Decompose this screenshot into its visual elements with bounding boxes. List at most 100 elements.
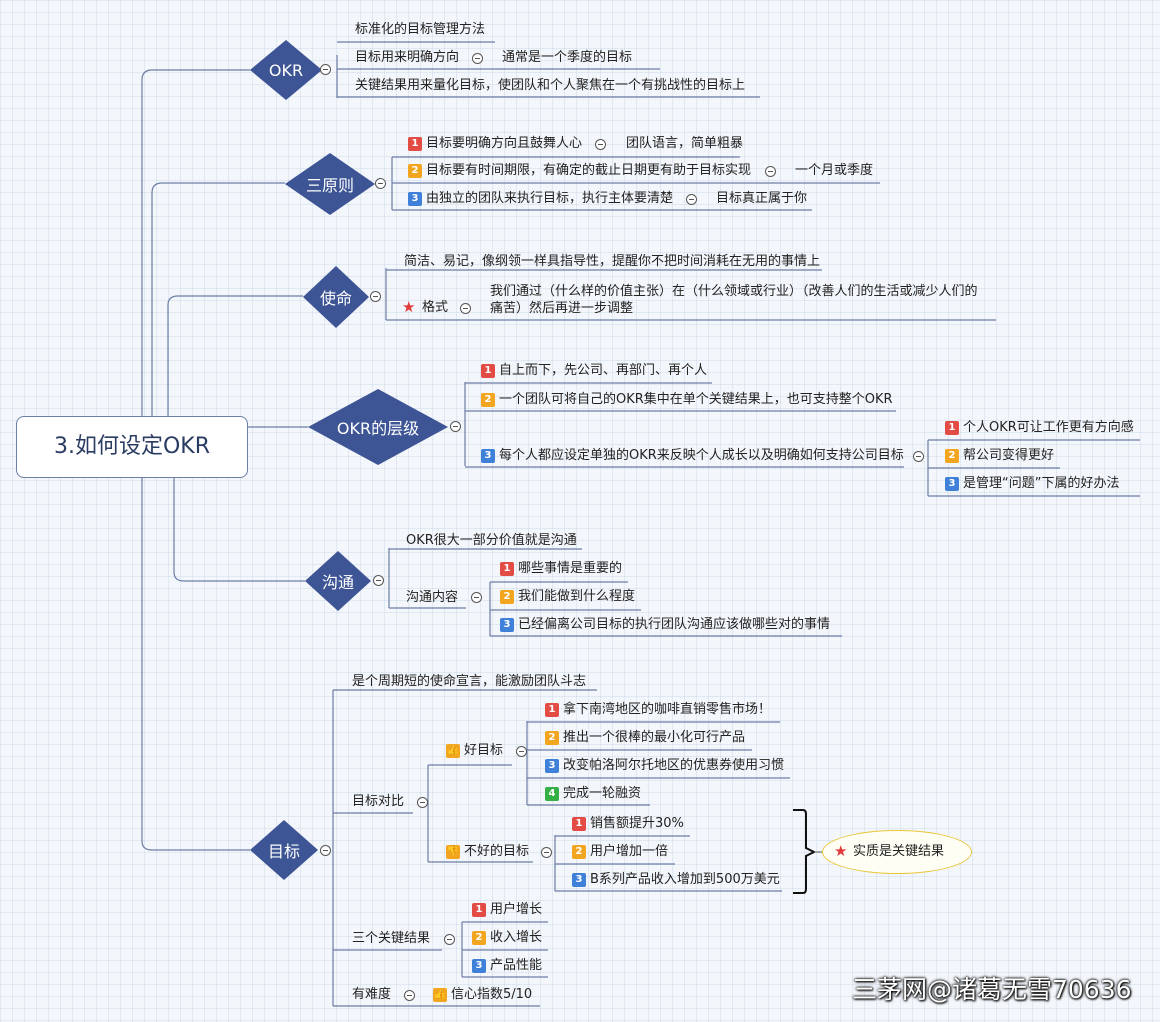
principle-3[interactable]: 由独立的团队来执行目标，执行主体要清楚 [426, 191, 674, 206]
collapse-principle-3-icon[interactable] [686, 194, 697, 205]
topic-okr[interactable]: OKR [250, 40, 322, 100]
level-sub-1[interactable]: 个人OKR可让工作更有方向感 [963, 420, 1134, 435]
topic-principles[interactable]: 三原则 [285, 153, 375, 215]
summary-bubble[interactable] [822, 830, 972, 874]
topic-okr-label: OKR [268, 60, 304, 80]
level-2[interactable]: 一个团队可将自己的OKR集中在单个关键结果上，也可支持整个OKR [499, 392, 893, 407]
principle-2-note[interactable]: 一个月或季度 [795, 163, 874, 178]
okr-item-2[interactable]: 目标用来明确方向 [355, 50, 460, 65]
okr-item-3[interactable]: 关键结果用来量化目标，使团队和个人聚焦在一个有挑战性的目标上 [355, 78, 746, 93]
topic-levels-label: OKR的层级 [336, 419, 420, 438]
communication-content-2[interactable]: 我们能做到什么程度 [518, 589, 636, 604]
communication-content-3[interactable]: 已经偏离公司目标的执行团队沟通应该做哪些对的事情 [518, 617, 831, 632]
priority-1-badge: 1 [408, 137, 422, 151]
difficulty-label[interactable]: 有难度 [352, 987, 392, 1002]
goal-compare-label[interactable]: 目标对比 [352, 794, 405, 809]
priority-3-badge: 3 [500, 618, 514, 632]
priority-3-badge: 3 [472, 959, 486, 973]
topic-communication-label: 沟通 [321, 573, 354, 592]
communication-content-1[interactable]: 哪些事情是重要的 [518, 561, 623, 576]
collapse-communication-icon[interactable] [373, 575, 384, 586]
thumbs-up-icon: 👍 [446, 744, 460, 758]
collapse-communication-content-icon[interactable] [471, 592, 482, 603]
goal-desc[interactable]: 是个周期短的使命宣言，能激励团队斗志 [352, 674, 587, 689]
key-results-label[interactable]: 三个关键结果 [352, 931, 431, 946]
good-goal-label[interactable]: 好目标 [464, 743, 504, 758]
level-1[interactable]: 自上而下，先公司、再部门、再个人 [499, 363, 708, 378]
priority-3-badge: 3 [945, 477, 959, 491]
level-3[interactable]: 每个人都应设定单独的OKR来反映个人成长以及明确如何支持公司目标 [499, 448, 904, 463]
topic-goal-label: 目标 [267, 842, 300, 861]
principle-1[interactable]: 目标要明确方向且鼓舞人心 [426, 136, 583, 151]
collapse-principles-icon[interactable] [375, 178, 386, 189]
priority-1-badge: 1 [545, 703, 559, 717]
good-goal-1[interactable]: 拿下南湾地区的咖啡直销零售市场！ [563, 702, 772, 717]
topic-communication[interactable]: 沟通 [305, 551, 371, 611]
collapse-mission-icon[interactable] [370, 291, 381, 302]
priority-2-badge: 2 [500, 590, 514, 604]
priority-1-badge: 1 [481, 364, 495, 378]
root-topic[interactable]: 3.如何设定OKR [16, 416, 248, 478]
communication-content-label[interactable]: 沟通内容 [406, 590, 459, 605]
collapse-okr-direction-icon[interactable] [472, 53, 483, 64]
mission-format-label[interactable]: 格式 [422, 300, 449, 315]
collapse-key-results-icon[interactable] [444, 934, 455, 945]
mission-format-text[interactable]: 我们通过（什么样的价值主张）在（什么领域或行业）（改善人们的生活或减少人们的痛苦… [490, 284, 978, 316]
bad-goal-3[interactable]: B系列产品收入增加到500万美元 [590, 872, 780, 887]
bad-goal-2[interactable]: 用户增加一倍 [590, 844, 669, 859]
topic-levels[interactable]: OKR的层级 [308, 389, 448, 465]
key-result-2[interactable]: 收入增长 [490, 930, 543, 945]
star-icon: ★ [402, 298, 416, 316]
key-result-1[interactable]: 用户增长 [490, 902, 543, 917]
priority-2-badge: 2 [472, 931, 486, 945]
level-sub-2[interactable]: 帮公司变得更好 [963, 448, 1055, 463]
okr-direction-note[interactable]: 通常是一个季度的目标 [502, 50, 633, 65]
bad-goal-label[interactable]: 不好的目标 [464, 844, 530, 859]
good-goal-3[interactable]: 改变帕洛阿尔托地区的优惠券使用习惯 [563, 758, 785, 773]
topic-goal[interactable]: 目标 [250, 820, 318, 880]
priority-1-badge: 1 [500, 562, 514, 576]
collapse-goal-icon[interactable] [320, 845, 331, 856]
summary-text[interactable]: 实质是关键结果 [853, 844, 945, 859]
collapse-principle-2-icon[interactable] [765, 166, 776, 177]
communication-item-1[interactable]: OKR很大一部分价值就是沟通 [406, 533, 577, 548]
topic-principles-label: 三原则 [305, 176, 354, 195]
priority-3-badge: 3 [408, 192, 422, 206]
good-goal-2[interactable]: 推出一个很棒的最小化可行产品 [563, 730, 746, 745]
priority-1-badge: 1 [472, 903, 486, 917]
collapse-goal-compare-icon[interactable] [417, 797, 428, 808]
priority-3-badge: 3 [481, 449, 495, 463]
good-goal-4[interactable]: 完成一轮融资 [563, 786, 642, 801]
priority-3-badge: 3 [545, 759, 559, 773]
collapse-levels-icon[interactable] [450, 421, 461, 432]
collapse-level-3-icon[interactable] [913, 451, 924, 462]
priority-1-badge: 1 [945, 421, 959, 435]
priority-4-badge: 4 [545, 787, 559, 801]
priority-3-badge: 3 [572, 873, 586, 887]
thumbs-up-icon: 👍 [433, 988, 447, 1002]
collapse-good-goal-icon[interactable] [516, 746, 527, 757]
bad-goal-1[interactable]: 销售额提升30% [590, 816, 684, 831]
principle-2[interactable]: 目标要有时间期限，有确定的截止日期更有助于目标实现 [426, 163, 752, 178]
star-icon: ★ [834, 842, 848, 860]
topic-mission[interactable]: 使命 [303, 266, 369, 328]
level-sub-3[interactable]: 是管理“问题”下属的好办法 [963, 476, 1120, 491]
mission-item-1[interactable]: 简洁、易记，像纲领一样具指导性，提醒你不把时间消耗在无用的事情上 [404, 254, 821, 269]
collapse-bad-goal-icon[interactable] [541, 847, 552, 858]
collapse-principle-1-icon[interactable] [595, 139, 606, 150]
principle-1-note[interactable]: 团队语言，简单粗暴 [626, 136, 744, 151]
topic-mission-label: 使命 [319, 289, 352, 308]
collapse-difficulty-icon[interactable] [404, 990, 415, 1001]
key-result-3[interactable]: 产品性能 [490, 958, 543, 973]
thumbs-down-icon: 👎 [446, 845, 460, 859]
principle-3-note[interactable]: 目标真正属于你 [716, 191, 808, 206]
okr-item-1[interactable]: 标准化的目标管理方法 [355, 22, 486, 37]
collapse-mission-format-icon[interactable] [460, 303, 471, 314]
priority-2-badge: 2 [408, 164, 422, 178]
priority-2-badge: 2 [481, 393, 495, 407]
priority-1-badge: 1 [572, 817, 586, 831]
confidence-text[interactable]: 信心指数5/10 [451, 987, 533, 1002]
collapse-okr-icon[interactable] [320, 64, 331, 75]
watermark: 三茅网@诸葛无雪70636 [852, 975, 1132, 1004]
